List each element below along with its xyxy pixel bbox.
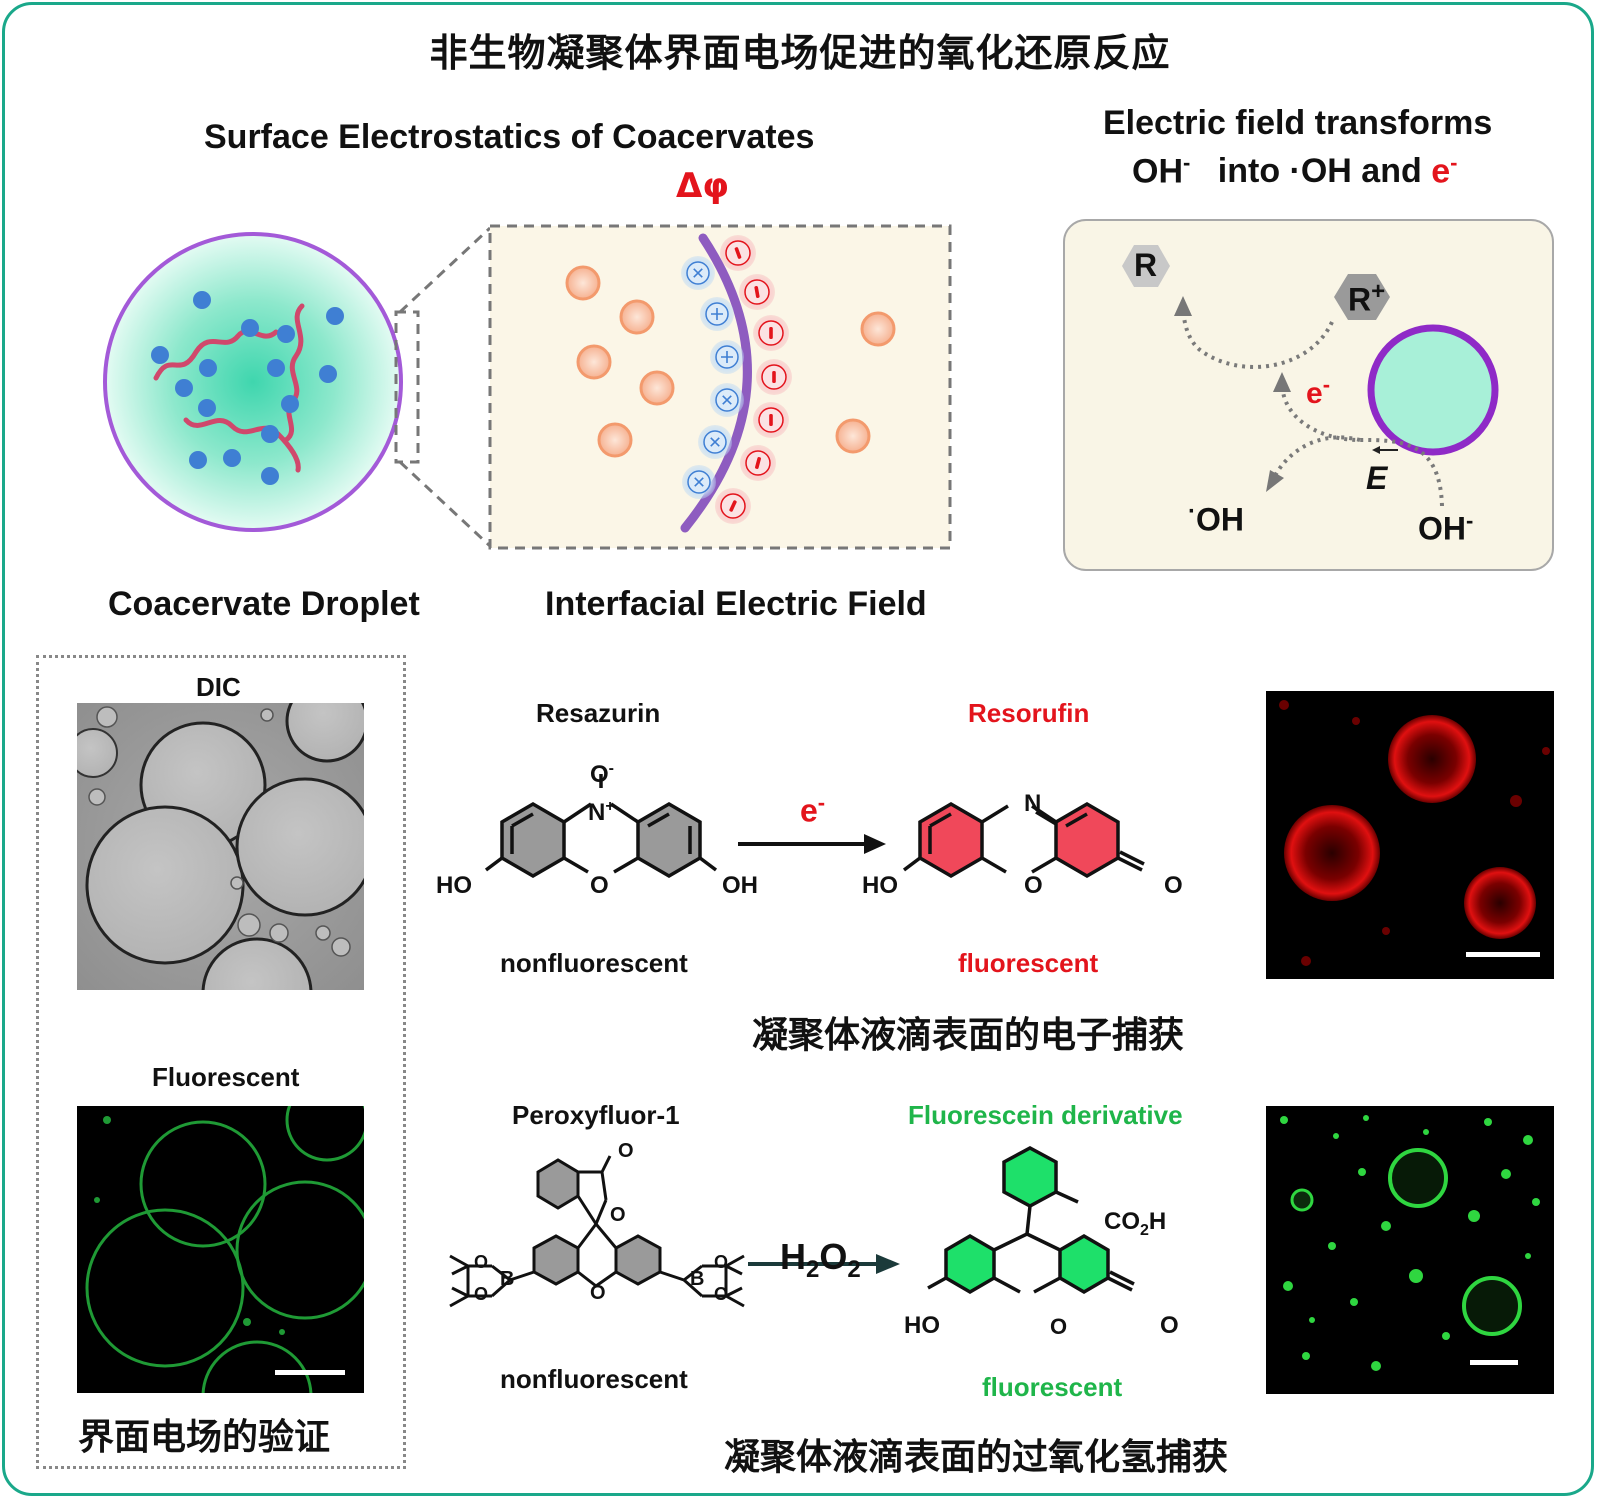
atom-O-boronate-4: O	[714, 1284, 729, 1304]
atom-O-fluorescein-carbonyl: O	[1160, 1312, 1179, 1339]
reagent-electron: e-	[800, 790, 826, 829]
resorufin-state: fluorescent	[958, 948, 1099, 978]
hydroxide-label: OH-	[1418, 508, 1474, 547]
atom-HO-resorufin: HO	[862, 872, 898, 899]
electron-capture-caption: 凝聚体液滴表面的电子捕获	[752, 1015, 1185, 1056]
coacervate-droplet-label: Coacervate Droplet	[108, 585, 420, 623]
resazurin-state: nonfluorescent	[500, 948, 688, 978]
atom-O-lactone-carbonyl: O	[618, 1140, 634, 1162]
atom-OH-right: OH	[722, 872, 758, 899]
validation-panel	[36, 655, 406, 1469]
R-plus-label: R+	[1348, 278, 1386, 318]
peroxide-capture-caption: 凝聚体液滴表面的过氧化氢捕获	[724, 1437, 1229, 1478]
fluorescent-micrograph	[77, 1106, 364, 1393]
atom-O-lactone: O	[610, 1204, 626, 1226]
atom-B-left: B	[500, 1268, 515, 1290]
resorufin-label: Resorufin	[968, 698, 1090, 728]
coacervate-droplet	[103, 232, 403, 532]
peroxyfluor-reaction-scheme	[449, 1146, 1135, 1308]
resazurin-label: Resazurin	[536, 698, 661, 728]
hydroxyl-radical-label: ·OH	[1188, 498, 1244, 538]
electric-field-heading-line1: Electric field transforms	[1103, 104, 1493, 142]
resorufin-micrograph	[1266, 691, 1554, 979]
figure-title: 非生物凝聚体界面电场促进的氧化还原反应	[429, 31, 1171, 75]
atom-N-resorufin: N	[1024, 790, 1042, 817]
R-plus-hexagon	[1334, 274, 1390, 320]
atom-O-minus: O-	[590, 760, 614, 788]
R-label: R	[1134, 247, 1158, 283]
atom-O-bridge: O	[590, 872, 609, 899]
atom-O-fluorescein-bridge: O	[1050, 1314, 1068, 1339]
atom-O-boronate-2: O	[474, 1284, 489, 1304]
dic-micrograph	[77, 703, 364, 990]
negative-ions	[715, 235, 792, 524]
surface-electrostatics-heading: Surface Electrostatics of Coacervates	[204, 118, 815, 156]
electron-label: e-	[1306, 372, 1331, 410]
electric-field-heading-line2: OH- into ·OH and e-	[1132, 150, 1458, 191]
field-E-label: E	[1366, 460, 1388, 496]
fluorescent-label: Fluorescent	[152, 1062, 300, 1092]
fluorescein-derivative-label: Fluorescein derivative	[908, 1100, 1183, 1130]
atom-O-boronate-3: O	[714, 1252, 729, 1272]
atom-N-plus: N+	[588, 798, 615, 826]
fluorescein-state: fluorescent	[982, 1372, 1123, 1402]
positive-ions	[681, 256, 744, 499]
atom-O-carbonyl: O	[1164, 872, 1183, 899]
atom-O-resorufin-bridge: O	[1024, 872, 1043, 899]
fluorescein-micrograph	[1266, 1106, 1554, 1394]
atom-O-xanthene: O	[590, 1282, 606, 1304]
interfacial-field-label: Interfacial Electric Field	[545, 585, 927, 623]
validation-caption: 界面电场的验证	[78, 1417, 331, 1458]
atom-B-right: B	[690, 1268, 705, 1290]
atom-HO-fluorescein: HO	[904, 1312, 940, 1339]
atom-O-boronate-1: O	[474, 1252, 489, 1272]
resazurin-reaction-scheme	[484, 774, 1145, 879]
R-hexagon	[1122, 245, 1170, 287]
peroxyfluor-state: nonfluorescent	[500, 1364, 688, 1394]
reagent-hydrogen-peroxide: H2O2	[780, 1236, 861, 1284]
atom-HO-left: HO	[436, 872, 472, 899]
mechanism-droplet	[1367, 324, 1499, 456]
coacervate-schematic	[103, 219, 1554, 571]
dic-label: DIC	[196, 672, 241, 702]
delta-phi-label: Δφ	[676, 166, 729, 206]
atom-CO2H: CO2H	[1104, 1208, 1167, 1239]
peroxyfluor-label: Peroxyfluor-1	[512, 1100, 680, 1130]
